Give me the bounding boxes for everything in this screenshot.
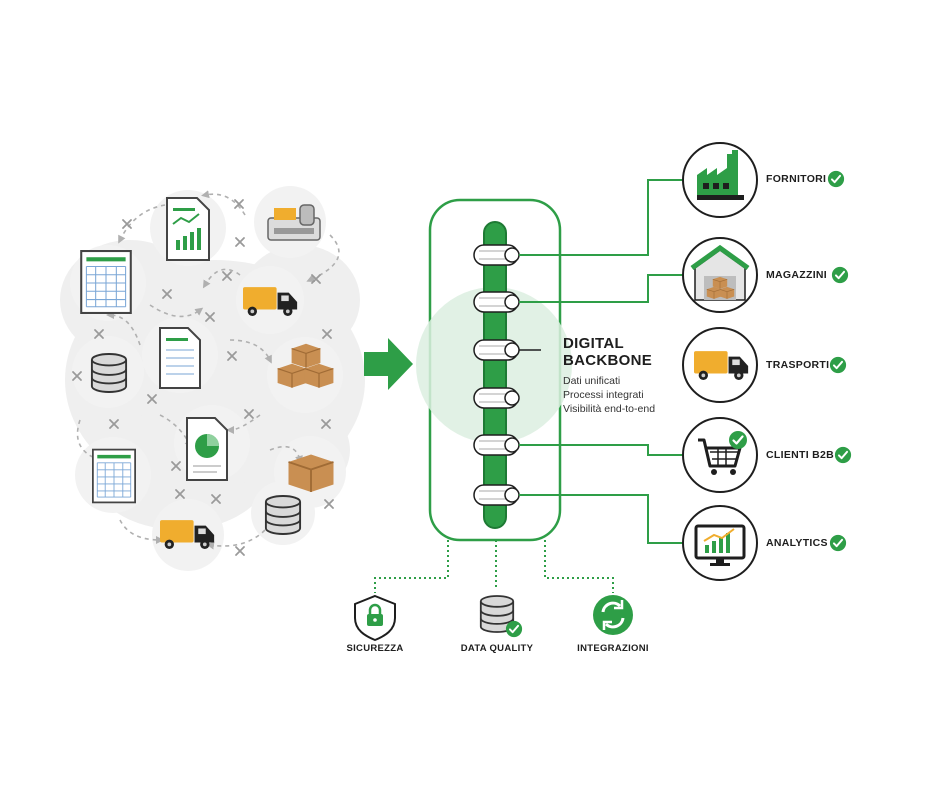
shopping-cart-icon <box>698 430 748 475</box>
machine-icon <box>267 204 321 241</box>
analytics-monitor-icon <box>694 524 746 566</box>
pie-chart-document-icon <box>186 417 228 481</box>
target-label-clienti-b2b: CLIENTI B2B <box>766 449 835 461</box>
backbone-feature: Processi integrati <box>563 389 644 401</box>
spreadsheet-icon <box>92 448 136 504</box>
shield-lock-icon <box>354 594 396 642</box>
backbone-nodes <box>473 244 520 506</box>
sync-arrows-icon <box>593 595 633 635</box>
backbone-feature: Visibilità end-to-end <box>563 403 656 415</box>
check-icon <box>831 266 849 284</box>
foundation-label-sicurezza: SICUREZZA <box>346 643 404 654</box>
connector-lines <box>519 179 683 544</box>
backbone-title-line2: BACKBONE <box>563 352 653 369</box>
chaos-dashed-arrows <box>76 190 340 550</box>
database-icon <box>90 353 128 393</box>
spreadsheet-icon <box>80 250 132 314</box>
database-icon <box>264 495 302 535</box>
report-document-icon <box>166 197 210 261</box>
target-label-fornitori: FORNITORI <box>766 173 827 185</box>
target-label-analytics: ANALYTICS <box>766 537 828 549</box>
box-icon <box>287 453 335 492</box>
database-check-icon <box>479 595 523 638</box>
document-icon <box>159 327 201 389</box>
backbone-feature: Dati unificati <box>563 375 621 387</box>
foundation-label-data-quality: DATA QUALITY <box>460 643 534 654</box>
foundation-label-integrazioni: INTEGRAZIONI <box>577 643 649 654</box>
warehouse-icon <box>690 244 750 301</box>
check-icon <box>834 446 852 464</box>
transformation-arrow-icon <box>364 338 413 390</box>
target-label-magazzini: MAGAZZINI <box>766 269 828 281</box>
check-icon <box>829 356 847 374</box>
x-marks <box>72 199 334 556</box>
backbone-title-line1: DIGITAL <box>563 335 624 352</box>
check-icon <box>827 170 845 188</box>
check-icon <box>829 534 847 552</box>
backbone-spine <box>483 221 507 529</box>
foundation-dotted-lines <box>374 540 614 593</box>
factory-icon <box>697 150 744 200</box>
target-label-trasporti: TRASPORTI <box>766 359 830 371</box>
